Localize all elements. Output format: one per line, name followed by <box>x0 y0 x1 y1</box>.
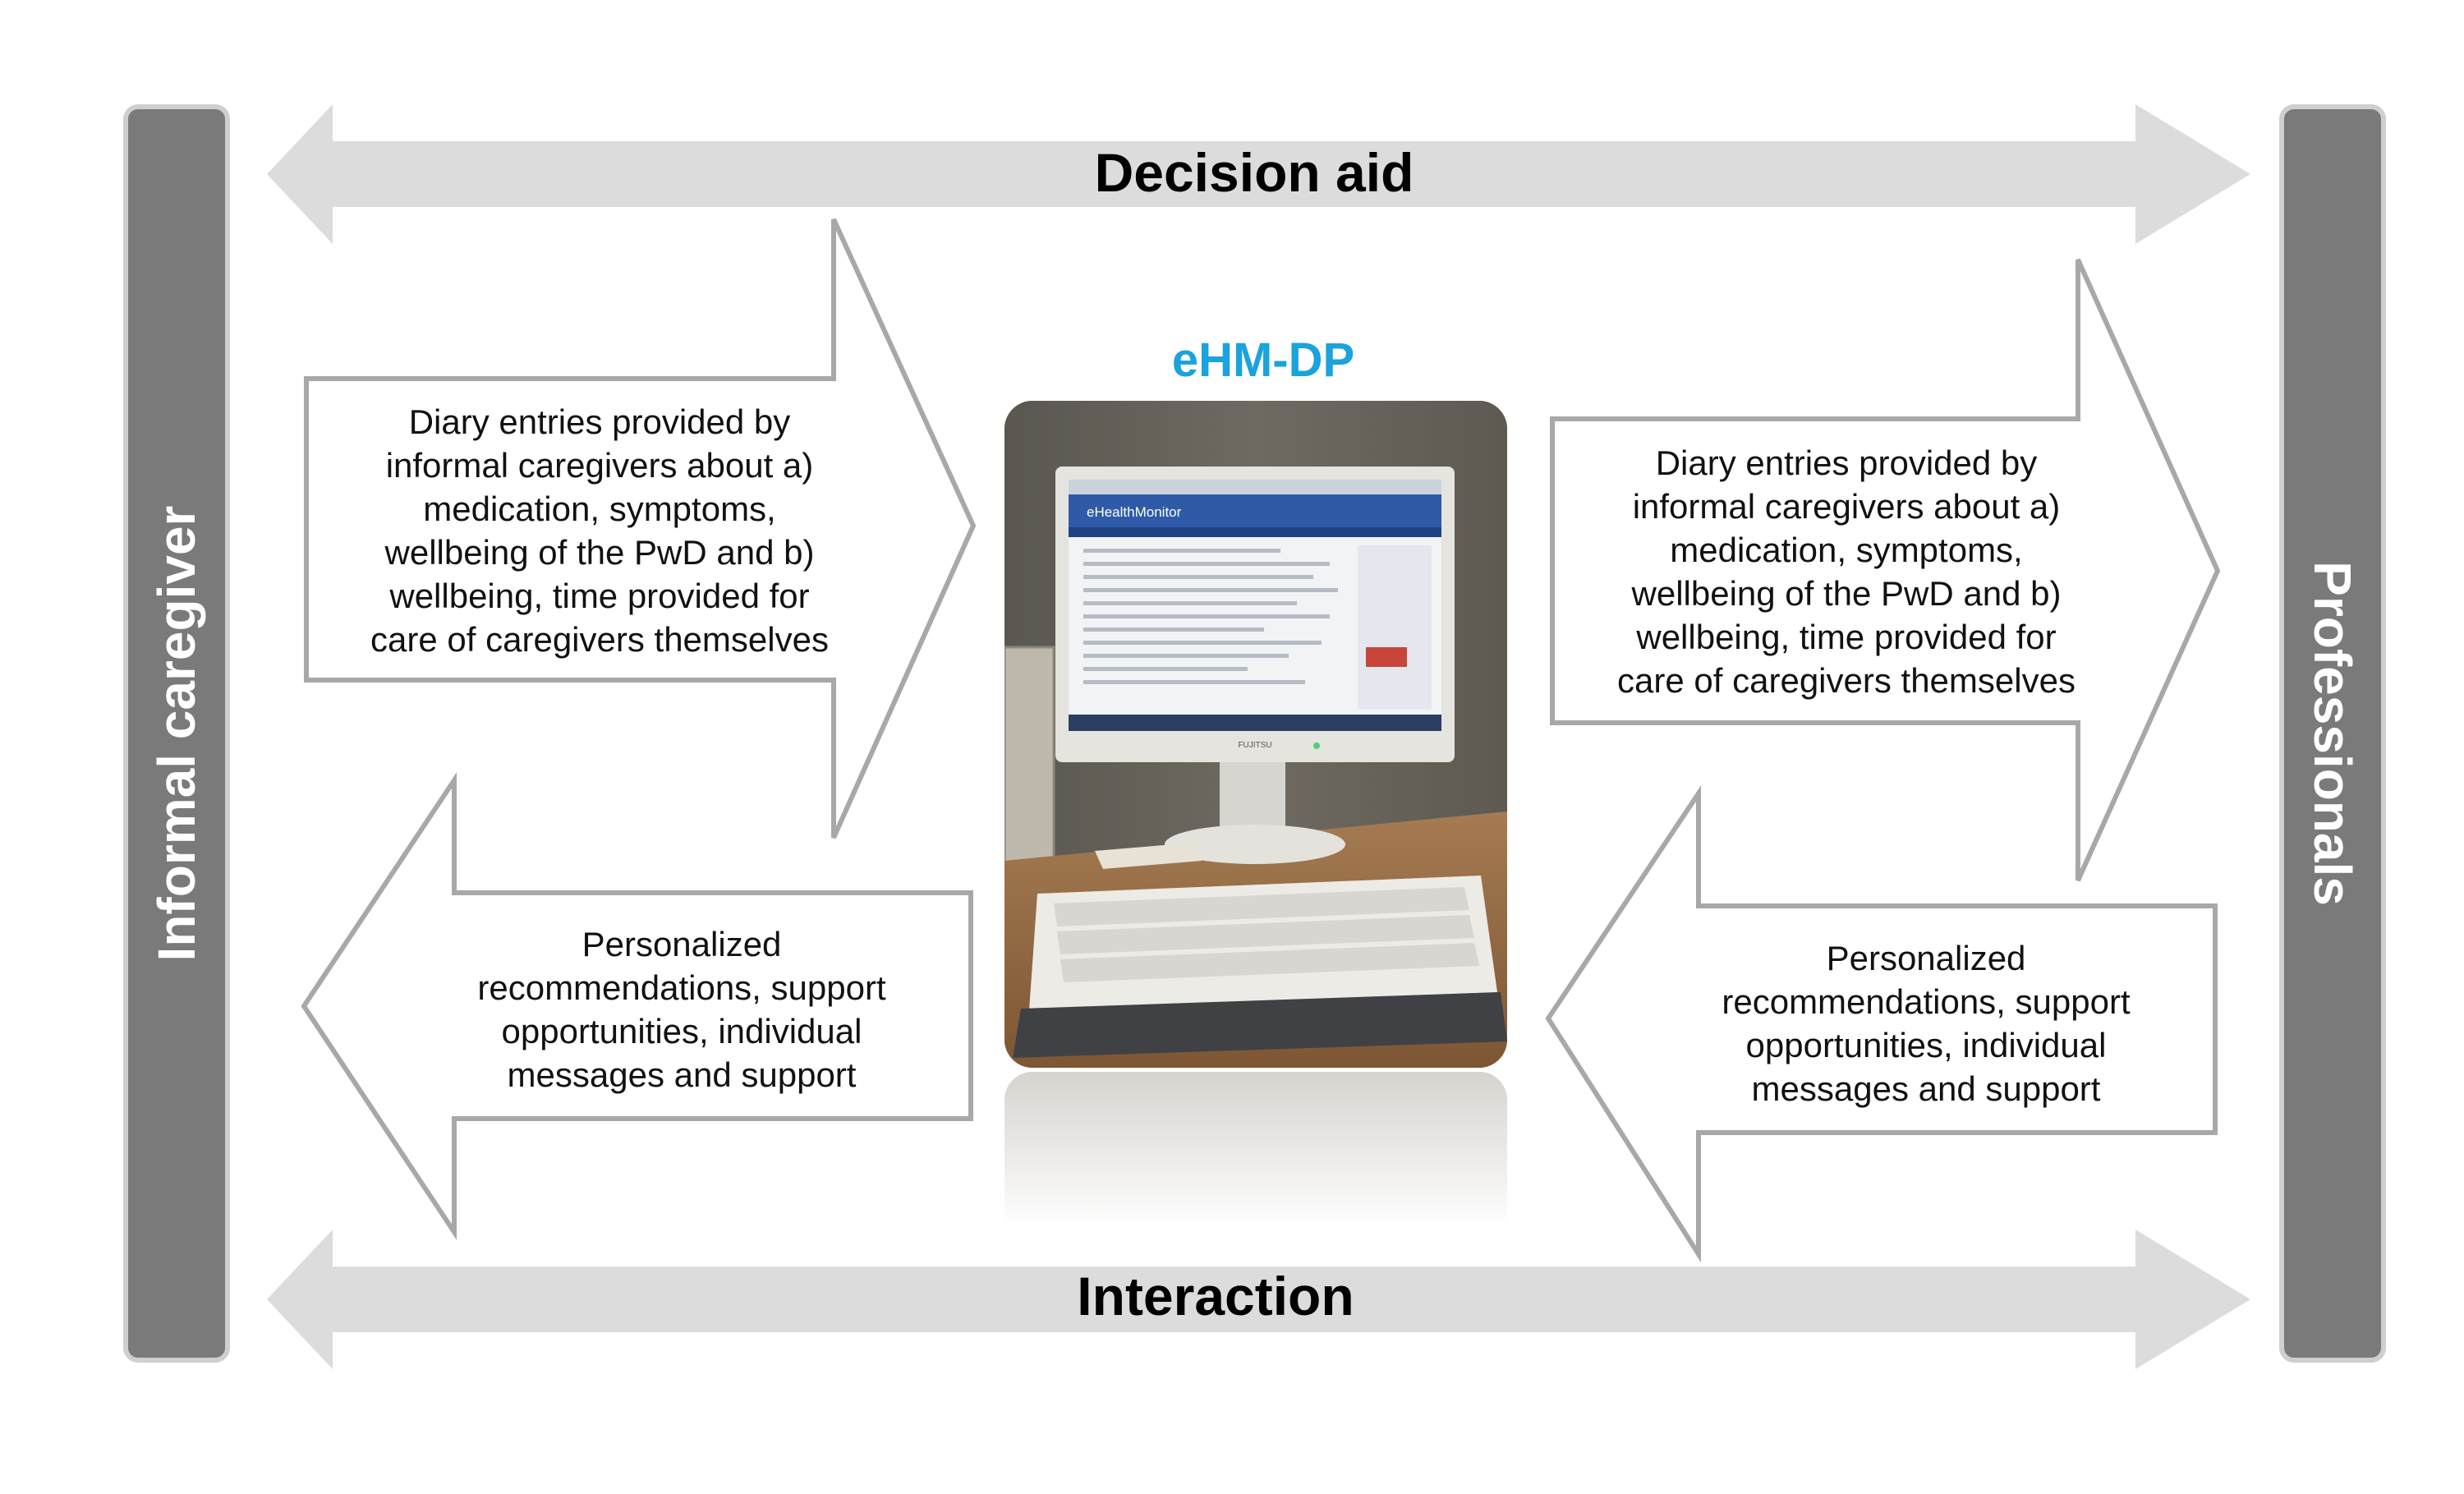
photo-reflection <box>1004 1072 1507 1228</box>
decision-aid-band <box>267 104 2250 244</box>
papers <box>1095 843 1202 869</box>
center-to-left-text: Personalized recommendations, support op… <box>435 922 928 1096</box>
computer-photo: eHealthMonitor FUJITSU <box>1004 401 1507 1068</box>
text-line: medication, symptoms, <box>1670 531 2023 569</box>
text-line: opportunities, individual <box>1745 1026 2107 1064</box>
text-line: care of caregivers themselves <box>370 620 829 659</box>
arrow-center-to-right <box>1550 258 2221 882</box>
right-to-center-text: Personalized recommendations, support op… <box>1680 936 2172 1110</box>
power-led <box>1313 742 1320 749</box>
text-line: wellbeing of the PwD and b) <box>384 533 815 572</box>
text-line: messages and support <box>507 1055 857 1094</box>
sidebar-column <box>1358 545 1432 710</box>
text-line: wellbeing of the PwD and b) <box>1631 574 2062 613</box>
app-nav <box>1069 527 1441 537</box>
app-banner <box>1069 494 1441 527</box>
content-lines <box>1083 549 1338 684</box>
professionals-sidebar: Professionals <box>2279 104 2386 1363</box>
text-line: Diary entries provided by <box>408 402 791 441</box>
text-line: opportunities, individual <box>501 1012 862 1050</box>
text-line: Diary entries provided by <box>1655 444 2038 482</box>
browser-toolbar <box>1069 480 1441 494</box>
text-line: informal caregivers about a) <box>1632 487 2061 526</box>
arrow-right-to-center <box>1545 785 2218 1263</box>
professionals-label: Professionals <box>2303 561 2362 906</box>
text-line: wellbeing, time provided for <box>1636 618 2057 656</box>
arrow-center-to-left <box>301 772 973 1240</box>
arrow-left-to-center <box>304 218 977 839</box>
monitor-base <box>1165 825 1345 864</box>
center-to-right-text: Diary entries provided by informal careg… <box>1571 441 2122 702</box>
interaction-band <box>267 1230 2250 1369</box>
computer-illustration: eHealthMonitor FUJITSU <box>1004 401 1507 1068</box>
monitor-badge: FUJITSU <box>1238 741 1271 750</box>
text-line: Personalized <box>1826 939 2026 977</box>
taskbar <box>1069 715 1441 731</box>
text-line: medication, symptoms, <box>423 490 776 528</box>
text-line: recommendations, support <box>1722 982 2131 1021</box>
left-to-center-text: Diary entries provided by informal careg… <box>324 400 875 661</box>
text-line: wellbeing, time provided for <box>389 577 810 615</box>
decision-aid-label: Decision aid <box>1094 142 1414 203</box>
sidebar-image <box>1366 647 1407 667</box>
keyboard-keys <box>1054 887 1479 982</box>
informal-caregiver-sidebar: Informal caregiver <box>123 104 230 1363</box>
app-brand: eHealthMonitor <box>1087 504 1182 520</box>
text-line: care of caregivers themselves <box>1617 661 2076 700</box>
text-line: recommendations, support <box>477 968 886 1007</box>
ehm-dp-title: eHM-DP <box>1171 333 1355 387</box>
text-line: informal caregivers about a) <box>385 446 814 485</box>
text-line: Personalized <box>582 925 782 963</box>
text-line: messages and support <box>1751 1069 2101 1108</box>
interaction-label: Interaction <box>1077 1266 1354 1326</box>
wrist-rest <box>1013 992 1507 1058</box>
informal-caregiver-label: Informal caregiver <box>147 505 206 962</box>
